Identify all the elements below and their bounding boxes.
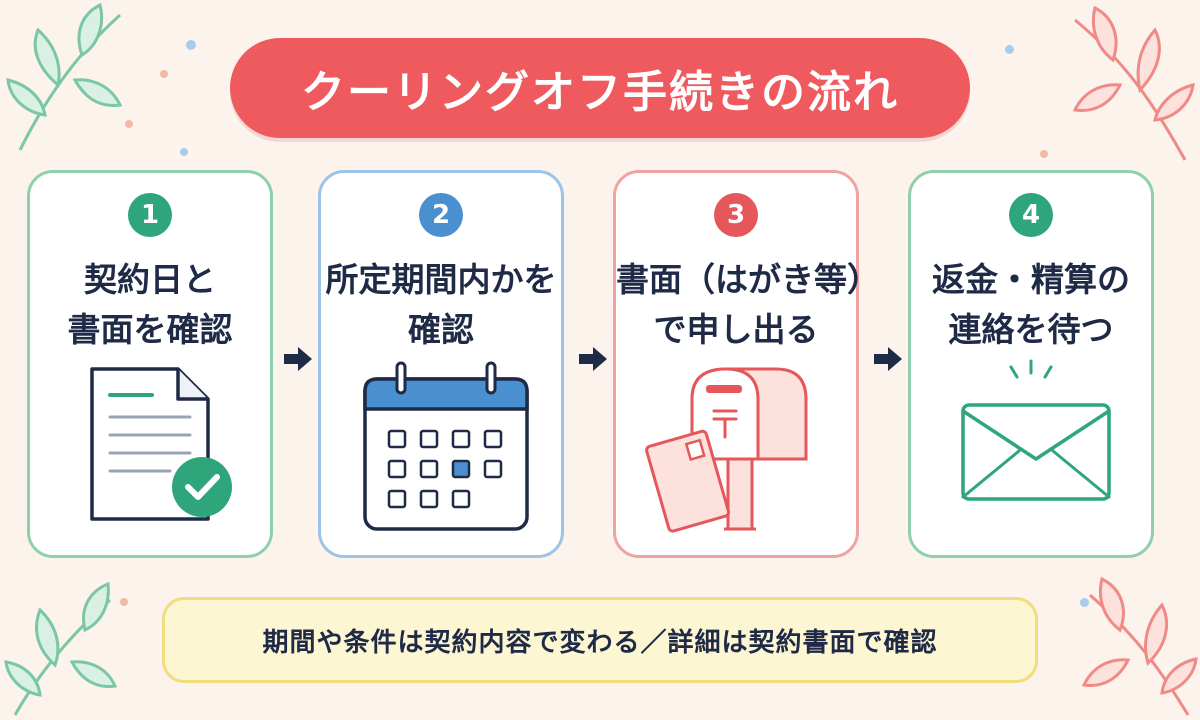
leaf-branch-bottom-left-icon xyxy=(4,581,118,716)
note-text: 期間や条件は契約内容で変わる／詳細は契約書面で確認 xyxy=(262,627,938,658)
step-title-line: 書面を確認 xyxy=(67,310,233,349)
leaf-branch-bottom-right-icon xyxy=(1081,576,1198,716)
title-banner: クーリングオフ手続きの流れ xyxy=(230,38,970,138)
step-title-line: で申し出る xyxy=(653,310,819,349)
step-card-2: 2 所定期間内かを 確認 xyxy=(318,170,564,558)
dot-decoration xyxy=(186,40,196,50)
page-title: クーリングオフ手続きの流れ xyxy=(301,67,899,118)
step-title-line: 確認 xyxy=(408,310,474,349)
mailbox-postcard-icon xyxy=(645,367,808,533)
step-title-line: 契約日と xyxy=(84,260,216,299)
dot-decoration xyxy=(1040,150,1048,158)
step-title-line: 所定期間内かを xyxy=(325,260,557,299)
dot-decoration xyxy=(160,70,168,78)
dot-decoration xyxy=(1005,45,1014,54)
step-card-1: 1 契約日と 書面を確認 xyxy=(27,170,273,558)
leaf-branch-top-left-icon xyxy=(6,2,123,151)
step-title: 返金・精算の 連絡を待つ xyxy=(911,255,1151,355)
step-title: 契約日と 書面を確認 xyxy=(30,255,270,355)
dot-decoration xyxy=(180,148,188,156)
arrow-right-icon xyxy=(874,347,902,371)
step-title: 書面（はがき等） で申し出る xyxy=(616,255,880,355)
dot-decoration xyxy=(1080,598,1089,607)
step-number-badge: 2 xyxy=(419,193,463,237)
step-title-line: 返金・精算の xyxy=(932,260,1130,299)
calendar-icon xyxy=(363,361,529,531)
dot-decoration xyxy=(120,598,128,606)
arrow-right-icon xyxy=(284,347,312,371)
step-number-badge: 1 xyxy=(128,193,172,237)
step-title-line: 書面（はがき等） xyxy=(616,260,880,299)
document-check-icon xyxy=(90,367,232,521)
step-number-badge: 3 xyxy=(714,193,758,237)
step-title: 所定期間内かを 確認 xyxy=(321,255,561,355)
note-box: 期間や条件は契約内容で変わる／詳細は契約書面で確認 xyxy=(162,597,1038,683)
arrow-right-icon xyxy=(579,347,607,371)
step-card-3: 3 書面（はがき等） で申し出る xyxy=(613,170,880,558)
step-number-badge: 4 xyxy=(1009,193,1053,237)
step-card-4: 4 返金・精算の 連絡を待つ xyxy=(908,170,1154,558)
leaf-branch-top-right-icon xyxy=(1072,5,1195,161)
dot-decoration xyxy=(125,120,133,128)
envelope-icon xyxy=(961,359,1111,501)
step-title-line: 連絡を待つ xyxy=(948,310,1114,349)
